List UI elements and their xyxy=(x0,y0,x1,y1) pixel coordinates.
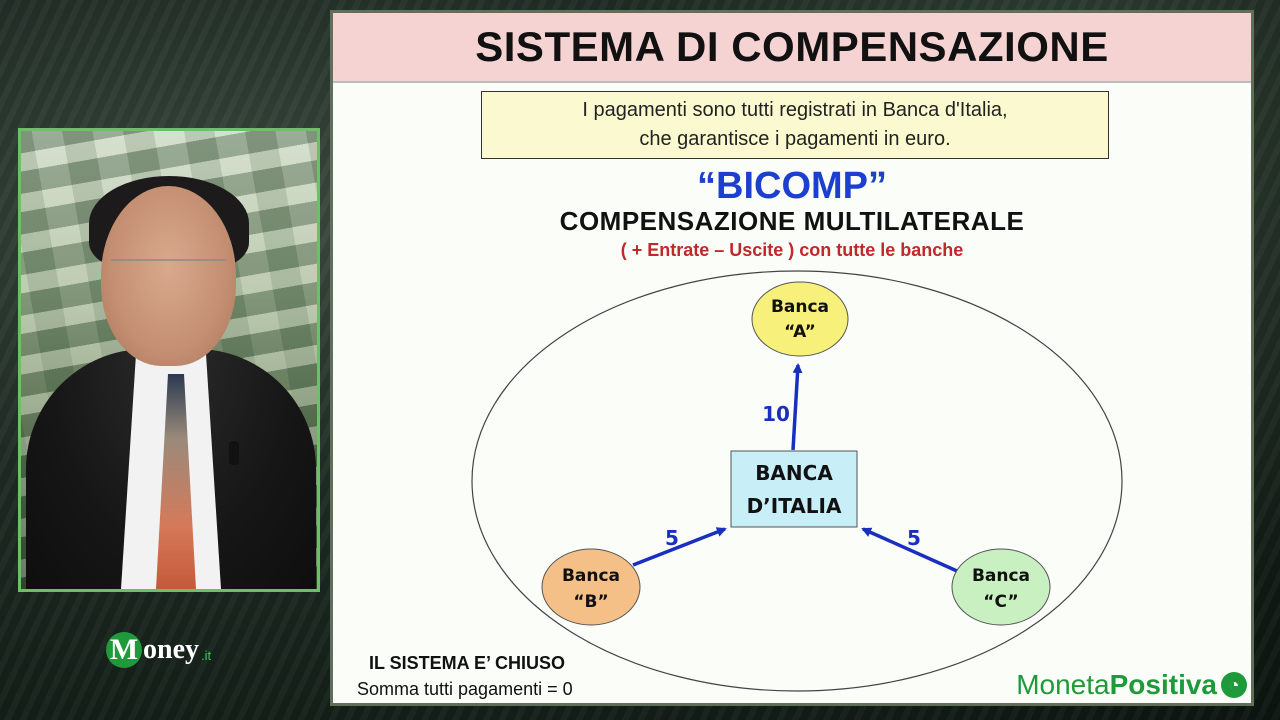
closed-system-sum: Somma tutti pagamenti = 0 xyxy=(357,679,573,699)
slide-title: SISTEMA DI COMPENSAZIONE xyxy=(475,23,1109,70)
money-logo-text: oney xyxy=(143,634,199,665)
money-logo-suffix: .it xyxy=(201,647,212,663)
clearing-diagram: 10 5 5 Banca “A” BANCA D’ITALIA Banca “B… xyxy=(471,270,1123,692)
presenter-face xyxy=(101,186,236,366)
banca-italia-label-2: D’ITALIA xyxy=(747,494,842,518)
presenter-video xyxy=(18,128,320,592)
lapel-mic-icon xyxy=(229,441,239,465)
banca-c-node xyxy=(951,548,1051,626)
compensation-heading: COMPENSAZIONE MULTILATERALE xyxy=(559,206,1025,236)
banca-b-label-2: “B” xyxy=(573,592,608,612)
arrow-to-banca-a xyxy=(791,363,803,451)
banca-a-node xyxy=(751,281,849,357)
edge-label-from-b: 5 xyxy=(665,526,679,550)
banca-b-label-1: Banca xyxy=(562,566,620,586)
info-box: I pagamenti sono tutti registrati in Ban… xyxy=(481,91,1109,159)
slide-title-bar: SISTEMA DI COMPENSAZIONE xyxy=(333,13,1251,83)
closed-system-title: IL SISTEMA E’ CHIUSO xyxy=(369,653,566,673)
arrow-from-banca-c xyxy=(861,527,958,573)
banca-b-node xyxy=(541,548,641,626)
arrow-from-banca-b xyxy=(632,527,727,567)
banca-c-label-1: Banca xyxy=(972,566,1030,586)
presenter-glasses xyxy=(111,259,226,283)
banca-italia-node xyxy=(730,450,858,528)
mp-logo-moneta: Moneta xyxy=(1016,669,1110,700)
moneta-positiva-icon: ◔ xyxy=(1221,672,1247,698)
info-line-2: che garantisce i pagamenti in euro. xyxy=(639,128,951,150)
bicomp-heading: “BICOMP” xyxy=(697,165,887,207)
closed-system-ellipse xyxy=(471,270,1123,692)
edge-label-from-c: 5 xyxy=(907,526,921,550)
presentation-slide: SISTEMA DI COMPENSAZIONE I pagamenti son… xyxy=(330,10,1254,706)
edge-label-to-a: 10 xyxy=(762,402,790,426)
banca-c-label-2: “C” xyxy=(983,592,1018,612)
money-logo-m: M xyxy=(106,632,142,668)
banca-a-label-1: Banca xyxy=(771,297,829,317)
banca-italia-label-1: BANCA xyxy=(755,461,833,485)
moneta-positiva-logo: Moneta Positiva ◔ xyxy=(1016,669,1247,701)
banca-a-label-2: “A” xyxy=(784,322,816,342)
mp-logo-positiva: Positiva xyxy=(1109,669,1217,700)
entries-exits-note: ( + Entrate – Uscite ) con tutte le banc… xyxy=(620,240,964,260)
info-line-1: I pagamenti sono tutti registrati in Ban… xyxy=(582,99,1008,121)
money-it-logo: M oney .it xyxy=(106,630,211,670)
